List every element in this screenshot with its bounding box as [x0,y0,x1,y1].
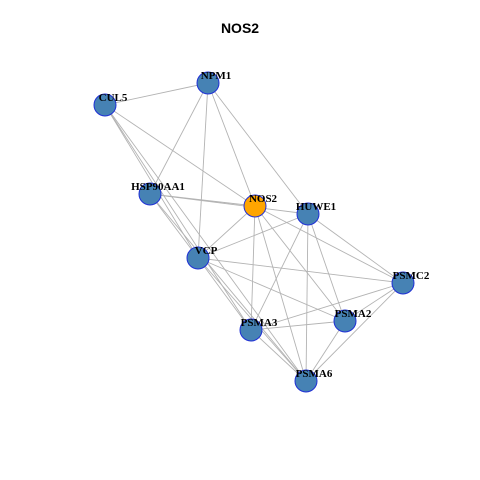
edge-vcp-psmc2 [197,257,404,284]
node-psmc2[interactable] [391,271,415,295]
node-label-npm1: NPM1 [201,70,232,82]
edge-hsp90aa1-psma6 [149,193,307,382]
edge-huwe1-psma2 [307,213,346,322]
edge-huwe1-psma6 [305,213,309,382]
node-vcp[interactable] [186,246,210,270]
node-psma2[interactable] [333,309,357,333]
node-label-nos2: NOS2 [249,193,278,205]
edge-psma6-psmc2 [305,282,404,382]
edge-psma3-psma6 [250,329,307,382]
node-nos2[interactable] [243,194,267,218]
node-npm1[interactable] [196,71,220,95]
edge-hsp90aa1-huwe1 [149,193,309,215]
edge-layer [104,82,404,382]
edge-npm1-nos2 [207,82,256,207]
edge-psma2-psmc2 [344,282,404,322]
edge-nos2-psmc2 [254,205,404,284]
edge-huwe1-vcp [197,213,309,259]
node-psma6[interactable] [294,369,318,393]
node-label-psma6: PSMA6 [296,368,333,380]
node-label-hsp90aa1: HSP90AA1 [131,181,185,193]
graph-title: NOS2 [220,20,260,36]
node-label-vcp: VCP [195,245,218,257]
node-label-psma3: PSMA3 [241,317,278,329]
edge-psma3-psma2 [250,320,346,331]
edge-npm1-huwe1 [207,82,309,215]
edge-vcp-psma3 [197,257,252,331]
node-label-psma2: PSMA2 [335,308,372,320]
node-cul5[interactable] [93,93,117,117]
node-hsp90aa1[interactable] [138,182,162,206]
edge-huwe1-psmc2 [307,213,404,284]
edge-huwe1-psma3 [250,213,309,331]
node-layer [93,71,415,393]
edge-psma3-psmc2 [250,282,404,331]
edge-cul5-psma3 [104,104,252,331]
node-huwe1[interactable] [296,202,320,226]
edge-cul5-psma6 [104,104,307,382]
edge-vcp-psma2 [197,257,346,322]
node-psma3[interactable] [239,318,263,342]
edge-nos2-vcp [197,205,256,259]
edge-npm1-vcp [197,82,209,259]
edge-cul5-npm1 [104,82,209,106]
edge-psma2-psma6 [305,320,346,382]
node-label-huwe1: HUWE1 [296,201,336,213]
node-label-cul5: CUL5 [99,92,128,104]
edge-nos2-psma3 [250,205,256,331]
edge-hsp90aa1-vcp [149,193,199,259]
edge-cul5-nos2 [104,104,256,207]
node-label-psmc2: PSMC2 [393,270,430,282]
edge-nos2-psma2 [254,205,346,322]
edge-npm1-hsp90aa1 [149,82,209,195]
